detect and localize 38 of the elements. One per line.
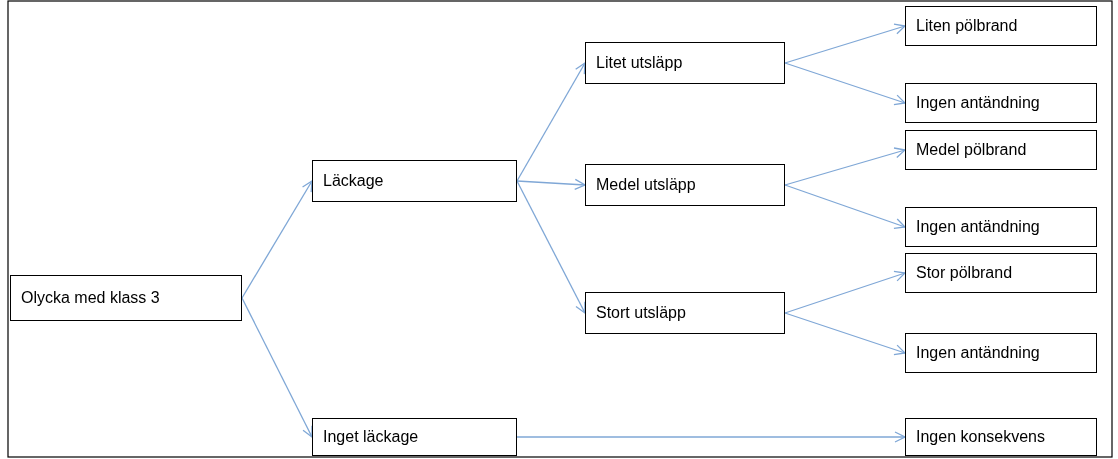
outcome-box	[10, 275, 242, 321]
node-label: Stort utsläpp	[596, 304, 686, 322]
node-label: Liten pölbrand	[916, 17, 1018, 35]
outcome-box	[585, 42, 785, 84]
node-label: Ingen konsekvens	[916, 428, 1045, 446]
arrow	[784, 184, 906, 230]
node-label: Olycka med klass 3	[21, 289, 160, 307]
node-label: Ingen antändning	[916, 94, 1040, 112]
outcome-box	[585, 292, 785, 334]
outcome-box	[905, 333, 1097, 373]
outcome-box	[312, 160, 517, 202]
arrow	[784, 312, 906, 356]
node-label: Stor pölbrand	[916, 264, 1013, 282]
arrow	[516, 178, 586, 191]
outcome-box	[312, 418, 517, 456]
node-label: Litet utsläpp	[596, 54, 683, 72]
node-label: Ingen antändning	[916, 218, 1040, 236]
node-label: Ingen antändning	[916, 344, 1040, 362]
arrow	[784, 23, 906, 64]
node-label: Medel pölbrand	[916, 141, 1027, 159]
outcome-box	[905, 418, 1097, 456]
outcome-box	[905, 83, 1097, 123]
arrow	[784, 270, 906, 314]
arrow	[516, 180, 586, 314]
outcome-box	[905, 6, 1097, 46]
arrow	[241, 180, 313, 299]
outcome-box	[905, 130, 1097, 170]
arrow	[516, 62, 586, 182]
arrow	[241, 297, 313, 438]
outcome-box	[905, 207, 1097, 247]
arrow	[784, 62, 906, 106]
node-label: Läckage	[323, 172, 384, 190]
outcome-box	[585, 164, 785, 206]
node-label: Medel utsläpp	[596, 176, 696, 194]
outcome-box	[905, 253, 1097, 293]
arrow	[516, 431, 906, 443]
arrow	[784, 147, 906, 186]
node-label: Inget läckage	[323, 428, 419, 446]
